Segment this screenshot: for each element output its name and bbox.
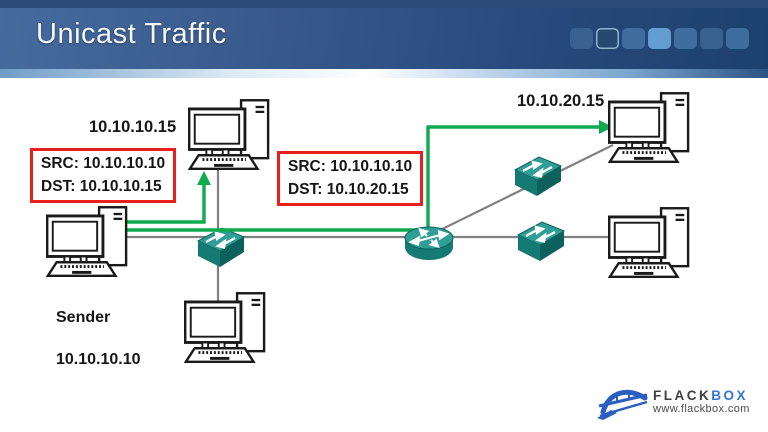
packet-local-src: SRC: 10.10.10.10 <box>41 155 166 172</box>
logo-text: FLACKBOX www.flackbox.com <box>653 387 750 416</box>
decor-square <box>700 28 723 49</box>
logo-name-blue: BOX <box>711 387 749 403</box>
label-receiver-lan-ip: 10.10.10.15 <box>89 118 177 136</box>
logo-name-dark: FLACK <box>653 387 712 403</box>
flackbox-logo: FLACKBOX www.flackbox.com <box>597 384 750 420</box>
link-router-to-remote-pc <box>425 144 614 238</box>
packet-routed-src: SRC: 10.10.10.10 <box>288 158 413 175</box>
switch-upper-right-icon <box>513 156 563 196</box>
pc-top-center-icon <box>188 99 270 170</box>
packet-local-dst: DST: 10.10.10.15 <box>41 178 162 195</box>
pc-bottom-center-icon <box>184 292 266 363</box>
label-sender-ip: 10.10.10.10 <box>56 351 141 368</box>
decor-square <box>648 28 671 49</box>
header: Unicast Traffic <box>0 0 768 78</box>
network-diagram: 10.10.10.15 10.10.20.15 Sender 10.10.10.… <box>0 78 768 432</box>
label-receiver-remote-ip: 10.10.20.15 <box>517 92 605 110</box>
decor-square <box>596 28 619 49</box>
unicast-arrow-local <box>197 171 211 185</box>
switch-lower-right-icon <box>516 221 566 261</box>
switch-center-icon <box>196 227 246 267</box>
unicast-arrow-routed <box>599 120 613 134</box>
decor-square <box>570 28 593 49</box>
decor-square <box>674 28 697 49</box>
label-sender-name: Sender <box>56 309 111 326</box>
header-bottom-glow <box>0 69 768 78</box>
router-icon <box>404 226 454 260</box>
logo-name: FLACKBOX <box>653 387 750 403</box>
packet-box-routed: SRC: 10.10.10.10 DST: 10.10.20.15 <box>277 151 424 206</box>
logo-url: www.flackbox.com <box>653 402 750 415</box>
pc-sender-icon <box>46 206 128 277</box>
pc-bottom-right-icon <box>608 207 690 278</box>
label-sender: Sender 10.10.10.10 <box>56 286 141 391</box>
header-decor-squares <box>570 28 749 49</box>
unicast-path-local <box>122 184 206 224</box>
decor-square <box>622 28 645 49</box>
decor-square <box>726 28 749 49</box>
unicast-paths <box>122 120 613 232</box>
pc-top-right-icon <box>608 92 690 163</box>
packet-box-local: SRC: 10.10.10.10 DST: 10.10.10.15 <box>30 148 177 203</box>
page-title: Unicast Traffic <box>36 18 227 50</box>
bridge-icon <box>597 389 648 420</box>
packet-routed-dst: DST: 10.10.20.15 <box>288 181 409 198</box>
unicast-path-routed <box>122 125 599 232</box>
header-top-strip <box>0 0 768 8</box>
